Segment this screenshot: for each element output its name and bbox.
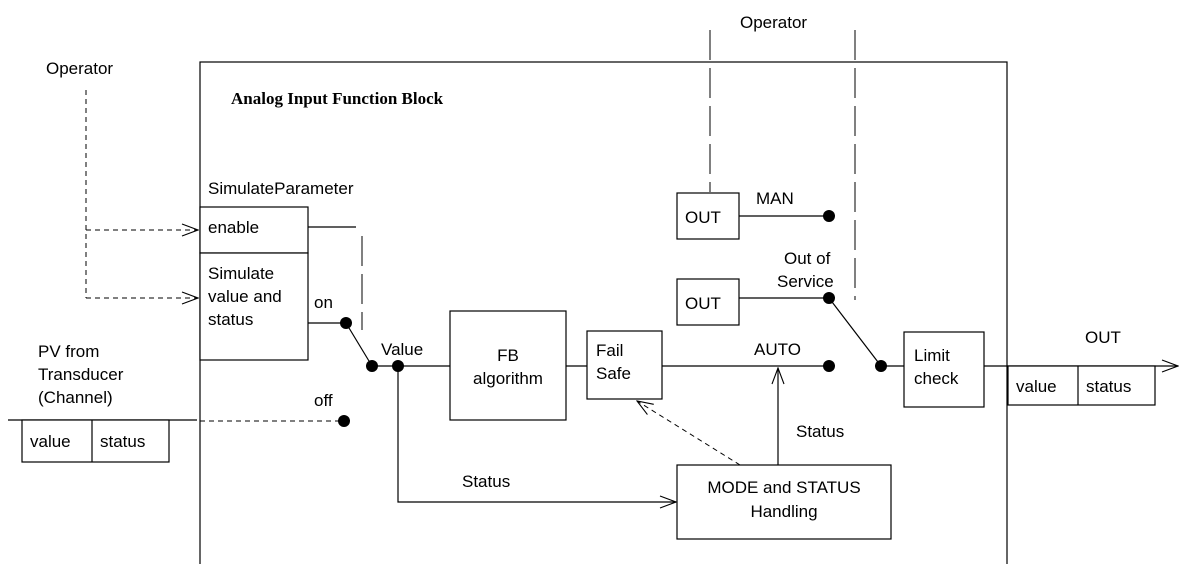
simulate-line-3: status (208, 310, 253, 329)
pv-line-2: Transducer (38, 365, 124, 384)
failsafe-line-1: Fail (596, 341, 623, 360)
out-man-label: OUT (685, 208, 721, 227)
mode-status-box (676, 464, 892, 540)
status-to-mode-arrow (397, 366, 676, 502)
simulate-line-2: value and (208, 287, 282, 306)
off-label: off (314, 391, 333, 410)
limit-check-box (903, 331, 985, 408)
simulate-parameter-label: SimulateParameter (208, 179, 354, 198)
output-value-label: value (1016, 377, 1057, 396)
pv-line-1: PV from (38, 342, 99, 361)
mode-switch-arm (828, 297, 882, 367)
value-label: Value (381, 340, 423, 359)
out-label: OUT (1085, 328, 1121, 347)
status-bottom-label: Status (462, 472, 510, 491)
oos-line-1: Out of (784, 249, 831, 268)
enable-label: enable (208, 218, 259, 237)
status-right-label: Status (796, 422, 844, 441)
mode-line-1: MODE and STATUS (707, 478, 860, 497)
output-value-status-box (1007, 365, 1156, 406)
man-contact (823, 210, 835, 222)
fb-line-2: algorithm (473, 369, 543, 388)
operator-top-label: Operator (740, 13, 807, 32)
failsafe-line-2: Safe (596, 364, 631, 383)
mode-line-2: Handling (750, 502, 817, 521)
man-label: MAN (756, 189, 794, 208)
block-title: Analog Input Function Block (231, 89, 444, 108)
simulate-switch-arm (345, 322, 373, 367)
input-value-label: value (30, 432, 71, 451)
input-value-status-box (21, 419, 170, 463)
auto-label: AUTO (754, 340, 801, 359)
output-status-label: status (1086, 377, 1131, 396)
fb-algorithm-box (449, 310, 567, 421)
operator-left-label: Operator (46, 59, 113, 78)
enable-box (199, 206, 309, 254)
off-contact (338, 415, 350, 427)
fail-safe-box (586, 330, 663, 400)
limit-line-1: Limit (914, 346, 950, 365)
on-label: on (314, 293, 333, 312)
simulate-box (199, 252, 309, 361)
simulate-line-1: Simulate (208, 264, 274, 283)
pv-line-3: (Channel) (38, 388, 113, 407)
out-oos-box (676, 278, 740, 326)
limit-line-2: check (914, 369, 959, 388)
mode-to-failsafe-arrow (637, 401, 741, 466)
input-status-label: status (100, 432, 145, 451)
oos-line-2: Service (777, 272, 834, 291)
auto-contact (823, 360, 835, 372)
out-oos-label: OUT (685, 294, 721, 313)
fb-line-1: FB (497, 346, 519, 365)
